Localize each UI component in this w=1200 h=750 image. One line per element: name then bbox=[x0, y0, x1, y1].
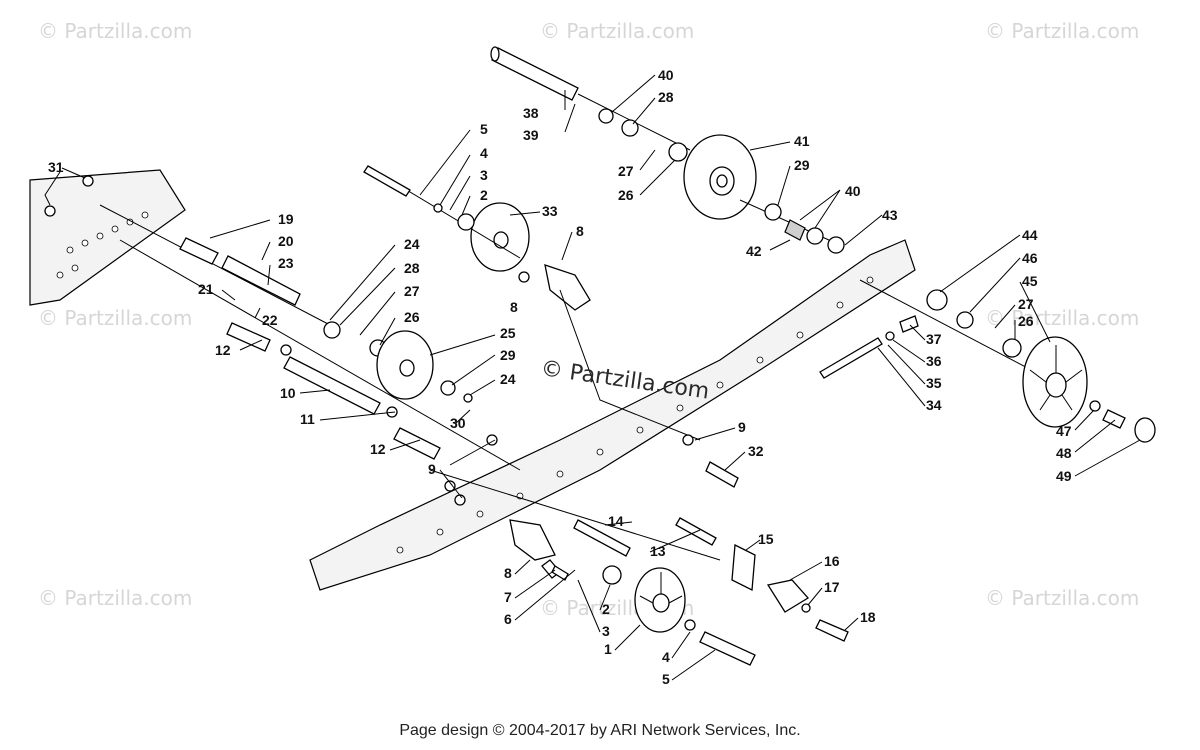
callout-17: 17 bbox=[824, 579, 840, 595]
callout-19: 19 bbox=[278, 211, 294, 227]
leader-lines bbox=[44, 74, 1141, 681]
callout-2: 2 bbox=[602, 601, 610, 617]
watermark: © Partzilla.com bbox=[38, 306, 192, 330]
watermark: © Partzilla.com bbox=[985, 306, 1139, 330]
idler-wheel-upper bbox=[683, 134, 845, 254]
right-slide-rail bbox=[309, 239, 916, 591]
callout-28: 28 bbox=[404, 260, 420, 276]
callout-8: 8 bbox=[576, 223, 584, 239]
callout-labels: 31 19 20 23 21 22 12 10 11 12 30 9 5 4 3… bbox=[48, 67, 1072, 687]
center-watermark: © Partzilla.com bbox=[539, 356, 711, 404]
callout-13: 13 bbox=[650, 543, 666, 559]
callout-27: 27 bbox=[404, 283, 420, 299]
callout-22: 22 bbox=[262, 312, 278, 328]
callout-35: 35 bbox=[926, 375, 942, 391]
callout-16: 16 bbox=[824, 553, 840, 569]
callout-29: 29 bbox=[500, 347, 516, 363]
callout-28: 28 bbox=[658, 89, 674, 105]
callout-48: 48 bbox=[1056, 445, 1072, 461]
watermark: © Partzilla.com bbox=[985, 19, 1139, 43]
callout-23: 23 bbox=[278, 255, 294, 271]
callout-7: 7 bbox=[504, 589, 512, 605]
callout-18: 18 bbox=[860, 609, 876, 625]
callout-8: 8 bbox=[504, 565, 512, 581]
watermark: © Partzilla.com bbox=[985, 586, 1139, 610]
watermark: © Partzilla.com bbox=[540, 19, 694, 43]
callout-8: 8 bbox=[510, 299, 518, 315]
callout-4: 4 bbox=[662, 649, 670, 665]
callout-2: 2 bbox=[480, 187, 488, 203]
callout-32: 32 bbox=[748, 443, 764, 459]
callout-24: 24 bbox=[404, 236, 420, 252]
left-slide-rail bbox=[29, 169, 186, 306]
callout-12: 12 bbox=[215, 342, 231, 358]
callout-5: 5 bbox=[662, 671, 670, 687]
lower-wheel-assembly bbox=[429, 434, 849, 666]
watermark-layer: © Partzilla.com © Partzilla.com © Partzi… bbox=[38, 19, 1139, 620]
callout-29: 29 bbox=[794, 157, 810, 173]
left-axle-assembly bbox=[99, 204, 521, 471]
idler-wheel-33 bbox=[363, 165, 530, 272]
callout-40: 40 bbox=[845, 183, 861, 199]
callout-31: 31 bbox=[48, 159, 64, 175]
callout-30: 30 bbox=[450, 415, 466, 431]
bracket-upper bbox=[518, 264, 701, 441]
watermark: © Partzilla.com bbox=[38, 19, 192, 43]
callout-12: 12 bbox=[370, 441, 386, 457]
callout-26: 26 bbox=[618, 187, 634, 203]
callout-40: 40 bbox=[658, 67, 674, 83]
callout-9: 9 bbox=[428, 461, 436, 477]
callout-3: 3 bbox=[602, 623, 610, 639]
copyright-footer: Page design © 2004-2017 by ARI Network S… bbox=[399, 722, 801, 739]
callout-42: 42 bbox=[746, 243, 762, 259]
callout-27: 27 bbox=[618, 163, 634, 179]
callout-10: 10 bbox=[280, 385, 296, 401]
callout-4: 4 bbox=[480, 145, 488, 161]
callout-33: 33 bbox=[542, 203, 558, 219]
callout-25: 25 bbox=[500, 325, 516, 341]
watermark: © Partzilla.com bbox=[38, 586, 192, 610]
callout-24: 24 bbox=[500, 371, 516, 387]
callout-20: 20 bbox=[278, 233, 294, 249]
callout-21: 21 bbox=[198, 281, 214, 297]
callout-11: 11 bbox=[300, 411, 315, 427]
callout-26: 26 bbox=[404, 309, 420, 325]
idler-wheel-25 bbox=[376, 330, 473, 403]
callout-34: 34 bbox=[926, 397, 942, 413]
nut-31 bbox=[44, 175, 94, 217]
callout-3: 3 bbox=[480, 167, 488, 183]
callout-44: 44 bbox=[1022, 227, 1038, 243]
callout-37: 37 bbox=[926, 331, 942, 347]
callout-9: 9 bbox=[738, 419, 746, 435]
callout-5: 5 bbox=[480, 121, 488, 137]
callout-26: 26 bbox=[1018, 313, 1034, 329]
callout-46: 46 bbox=[1022, 250, 1038, 266]
callout-6: 6 bbox=[504, 611, 512, 627]
callout-45: 45 bbox=[1022, 273, 1038, 289]
callout-39: 39 bbox=[523, 127, 539, 143]
callout-15: 15 bbox=[758, 531, 774, 547]
callout-1: 1 bbox=[604, 641, 612, 657]
callout-38: 38 bbox=[523, 105, 539, 121]
callout-49: 49 bbox=[1056, 468, 1072, 484]
callout-43: 43 bbox=[882, 207, 898, 223]
callout-27: 27 bbox=[1018, 296, 1034, 312]
callout-41: 41 bbox=[794, 133, 810, 149]
rear-idler-wheel bbox=[819, 279, 1156, 443]
upper-shaft bbox=[490, 46, 691, 162]
callout-36: 36 bbox=[926, 353, 942, 369]
callout-14: 14 bbox=[608, 513, 624, 529]
callout-47: 47 bbox=[1056, 423, 1072, 439]
